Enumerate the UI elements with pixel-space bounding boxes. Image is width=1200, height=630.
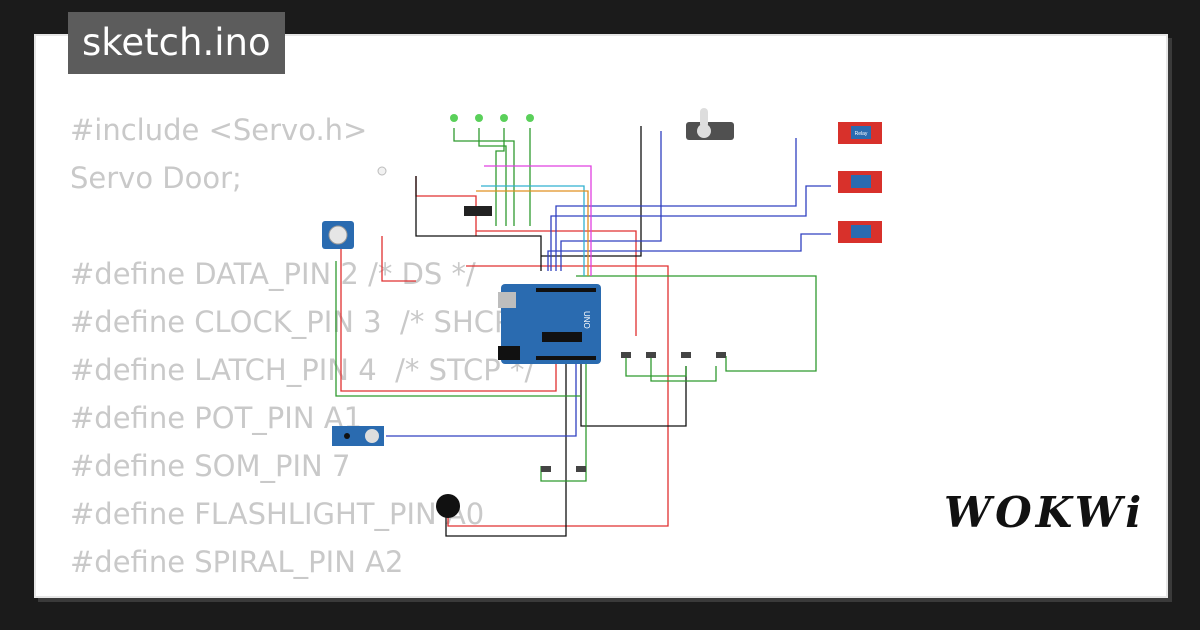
code-line: #define SOM_PIN 7 (70, 449, 351, 483)
wire-black (506, 235, 542, 271)
relay-label: Relay (855, 131, 868, 137)
led-green (450, 114, 458, 122)
wire-black (580, 356, 687, 427)
circuit-diagram: Relay UNO (322, 108, 882, 537)
led-bar (377, 114, 534, 176)
wire-red (381, 236, 416, 282)
relay-module-2 (838, 171, 882, 193)
led-white (377, 166, 387, 176)
code-listing: #include <Servo.h> Servo Door; #define D… (70, 106, 545, 596)
code-line: #define DATA_PIN 2 /* DS */ (70, 257, 476, 291)
led-green (500, 114, 508, 122)
preview-card: #include <Servo.h> Servo Door; #define D… (34, 34, 1168, 598)
sound-sensor (332, 426, 384, 446)
wire-blue (547, 233, 831, 271)
servo-motor (686, 108, 734, 140)
wire-red (476, 230, 637, 336)
wire-black (445, 356, 567, 537)
code-line: #include <Servo.h> (70, 113, 368, 147)
led-green (475, 114, 483, 122)
wire-cyan (481, 185, 585, 276)
file-tab[interactable]: sketch.ino (68, 12, 285, 74)
wire-green (495, 128, 505, 226)
arduino-uno: UNO (498, 284, 601, 364)
wire-black (415, 176, 506, 237)
wokwi-logo: WOKWi (944, 488, 1146, 537)
wire-green (576, 275, 817, 372)
buzzer (436, 494, 460, 518)
wire-green (650, 356, 717, 382)
wire-green (540, 356, 587, 482)
code-line: #define LATCH_PIN 4 /* STCP */ (70, 353, 535, 387)
wire-pink (484, 165, 592, 276)
wire-blue (386, 356, 577, 437)
wire-orange (476, 190, 589, 276)
potentiometer (322, 221, 354, 249)
wire-green (453, 128, 515, 226)
pushbuttons (541, 352, 726, 472)
led-green (526, 114, 534, 122)
wire-green (335, 261, 581, 397)
code-line: Servo Door; (70, 161, 242, 195)
wire-blue (555, 138, 797, 271)
wire-blue (550, 185, 831, 271)
code-line: #define POT_PIN A1 (70, 401, 363, 435)
code-line: #define FLASHLIGHT_PIN A0 (70, 497, 485, 531)
shift-register-chip (464, 206, 492, 216)
code-line: #define SPIRAL_FINAL_PIN A3 (70, 586, 545, 596)
code-line: #define SPIRAL_PIN A2 (70, 545, 404, 579)
wire-black (541, 126, 642, 257)
wire-blue (560, 131, 662, 271)
wire-green (625, 356, 687, 377)
wire-red (447, 265, 669, 527)
relay-module-1: Relay (838, 122, 882, 144)
wire-red (340, 236, 557, 392)
relay-module-3 (838, 221, 882, 243)
board-label: UNO (582, 311, 591, 329)
